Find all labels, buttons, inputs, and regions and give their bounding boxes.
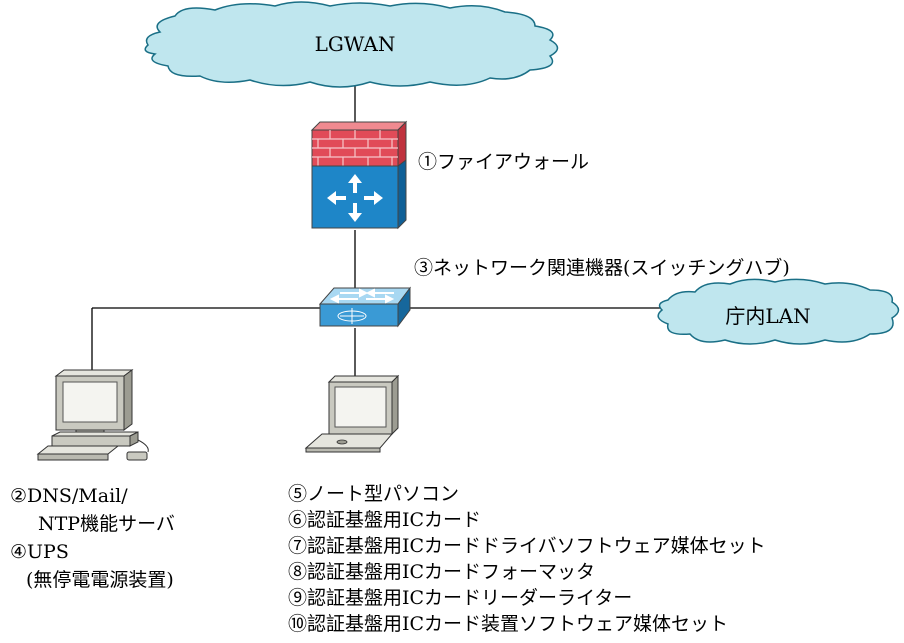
switch-label: ③ネットワーク関連機器(スイッチングハブ) bbox=[414, 257, 790, 279]
connection-lines bbox=[91, 82, 672, 378]
server-label-line1: ②DNS/Mail/ bbox=[10, 485, 128, 507]
firewall-label: ①ファイアウォール bbox=[418, 151, 590, 173]
laptop-icon bbox=[304, 374, 400, 453]
ic-card-item: ⑥認証基盤用ICカード bbox=[288, 509, 482, 531]
switch-icon bbox=[318, 286, 411, 328]
lan-cloud-icon bbox=[657, 278, 900, 345]
ups-label-line2: (無停電電源装置) bbox=[26, 569, 174, 591]
lgwan-label: LGWAN bbox=[315, 32, 396, 56]
ic-reader-item: ⑨認証基盤用ICカードリーダーライター bbox=[288, 587, 633, 609]
laptop-item: ⑤ノート型パソコン bbox=[288, 483, 460, 505]
ic-software-item: ⑩認証基盤用ICカード装置ソフトウェア媒体セット bbox=[288, 613, 729, 635]
ups-label-line1: ④UPS bbox=[10, 541, 69, 563]
firewall-icon bbox=[310, 120, 408, 230]
desktop-computer-icon bbox=[36, 369, 149, 461]
ic-formatter-item: ⑧認証基盤用ICカードフォーマッタ bbox=[288, 561, 596, 583]
ic-driver-item: ⑦認証基盤用ICカードドライバソフトウェア媒体セット bbox=[288, 535, 766, 557]
server-label-line2: NTP機能サーバ bbox=[38, 513, 175, 535]
lgwan-cloud-icon bbox=[144, 1, 559, 88]
lan-label: 庁内LAN bbox=[725, 304, 810, 328]
